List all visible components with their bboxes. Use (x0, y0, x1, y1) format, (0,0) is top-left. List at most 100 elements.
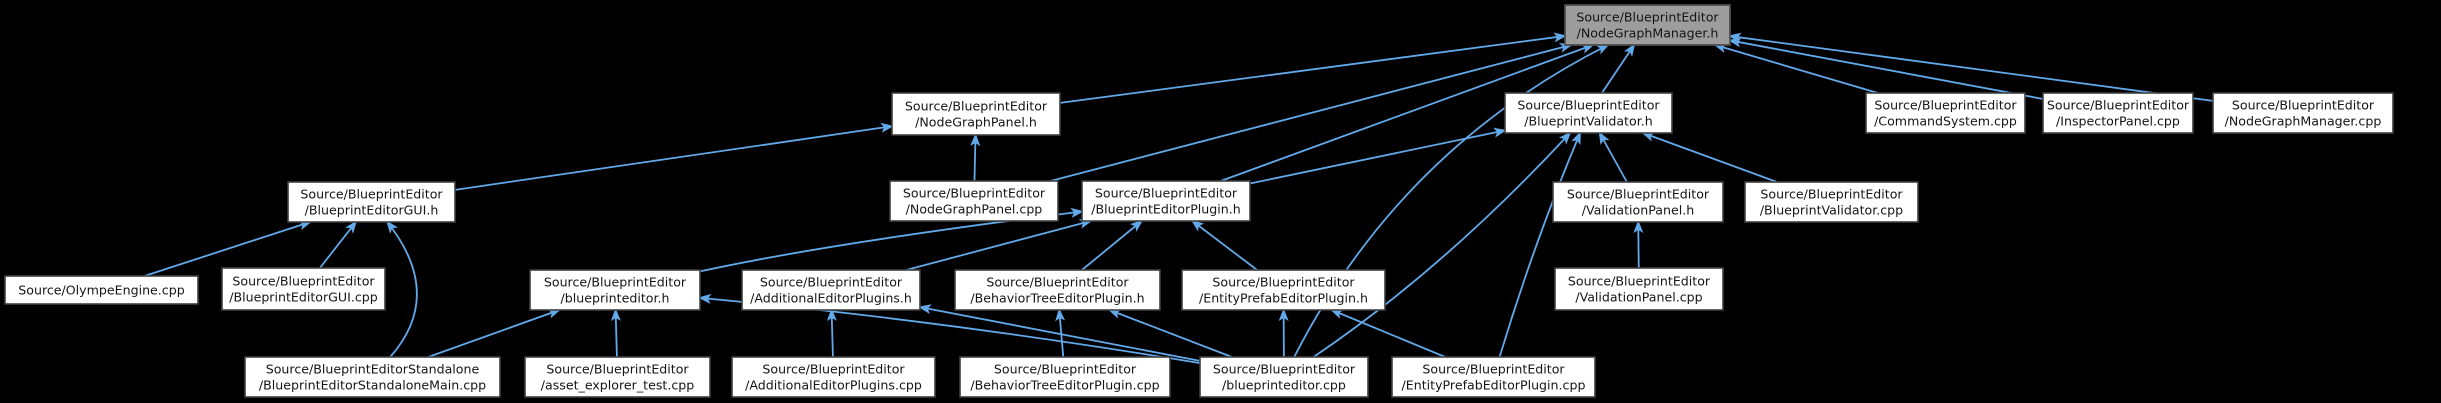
node-label-line: Source/BlueprintEditor (1567, 187, 1710, 202)
graph-node-blueprinteditorplugin-h[interactable]: Source/BlueprintEditor/BlueprintEditorPl… (1081, 180, 1251, 222)
include-edge-standalonemain-cpp--blueprinteditor-h (427, 309, 562, 358)
node-label-line: Source/BlueprintEditor (544, 275, 687, 290)
graph-node-asset-explorer-test-cpp[interactable]: Source/BlueprintEditor/asset_explorer_te… (524, 356, 711, 398)
node-box[interactable] (1391, 356, 1596, 398)
node-label-line: /AdditionalEditorPlugins.cpp (745, 378, 922, 393)
node-box[interactable] (2212, 92, 2394, 134)
node-label-line: /BehaviorTreeEditorPlugin.h (970, 291, 1144, 306)
node-label-line: /NodeGraphPanel.h (915, 115, 1037, 130)
node-box[interactable] (741, 269, 921, 311)
node-box[interactable] (1504, 92, 1673, 134)
node-box[interactable] (2042, 92, 2194, 134)
node-label-line: Source/BlueprintEditor (1760, 187, 1903, 202)
node-box[interactable] (959, 356, 1171, 398)
include-edge-additionaleditorplugins-h--blueprinteditorplugin-h (906, 218, 1093, 271)
main-node-box[interactable] (1564, 4, 1731, 46)
node-label-line: Source/BlueprintEditor (1212, 275, 1355, 290)
node-box[interactable] (524, 356, 711, 398)
graph-node-blueprintvalidator-cpp[interactable]: Source/BlueprintEditor/BlueprintValidato… (1744, 181, 1919, 223)
graph-node-validationpanel-cpp[interactable]: Source/BlueprintEditor/ValidationPanel.c… (1554, 267, 1724, 311)
node-label-line: Source/BlueprintEditor (1422, 362, 1565, 377)
graph-node-additionaleditorplugins-h[interactable]: Source/BlueprintEditor/AdditionalEditorP… (741, 269, 921, 311)
node-label-line: Source/BlueprintEditor (232, 274, 375, 289)
node-label-line: Source/BlueprintEditor (1095, 186, 1238, 201)
node-box[interactable] (731, 356, 936, 398)
node-label-line: Source/BlueprintEditor (762, 362, 905, 377)
include-edge-behaviortreeeditorplugin-h--blueprinteditorplugin-h (1081, 219, 1144, 271)
graph-node-blueprinteditor-cpp[interactable]: Source/BlueprintEditor/blueprinteditor.c… (1199, 356, 1369, 398)
node-label-line: Source/BlueprintEditorStandalone (266, 362, 480, 377)
node-label-line: /BlueprintEditorPlugin.h (1091, 202, 1241, 217)
graph-node-nodegraphpanel-h[interactable]: Source/BlueprintEditor/NodeGraphPanel.h (891, 92, 1061, 136)
node-label-line: /NodeGraphPanel.cpp (906, 202, 1043, 217)
node-label-line: /BlueprintValidator.cpp (1760, 203, 1903, 218)
include-edge-entityprefabeditorplugin-cpp--blueprintvalidator-h (1498, 131, 1581, 358)
graph-node-nodegraphmanager-h[interactable]: Source/BlueprintEditor/NodeGraphManager.… (1564, 4, 1731, 46)
node-label-line: Source/BlueprintEditor (2232, 98, 2375, 113)
node-box[interactable] (889, 180, 1059, 222)
node-label-line: /AdditionalEditorPlugins.h (750, 291, 912, 306)
node-label-line: /BlueprintValidator.h (1524, 114, 1652, 129)
node-box[interactable] (1865, 92, 2026, 134)
graph-node-behaviortreeeditorplugin-cpp[interactable]: Source/BlueprintEditor/BehaviorTreeEdito… (959, 356, 1171, 398)
include-edge-validationpanel-h--blueprintvalidator-h (1598, 131, 1628, 183)
node-box[interactable] (1554, 267, 1724, 311)
node-box[interactable] (1199, 356, 1369, 398)
graph-node-standalonemain-cpp[interactable]: Source/BlueprintEditorStandalone/Bluepri… (244, 356, 501, 398)
node-box[interactable] (529, 269, 701, 311)
graph-node-olympeengine-cpp[interactable]: Source/OlympeEngine.cpp (4, 275, 199, 305)
include-edge-behaviortreeeditorplugin-cpp--behaviortreeeditorplugin-h (1055, 308, 1066, 358)
graph-node-blueprinteditorgui-cpp[interactable]: Source/BlueprintEditor/BlueprintEditorGU… (221, 267, 386, 311)
include-edge-blueprinteditorplugin-h--nodegraphmanager-h (1220, 44, 1595, 182)
graph-node-blueprintvalidator-h[interactable]: Source/BlueprintEditor/BlueprintValidato… (1504, 92, 1673, 134)
node-label-line: /BlueprintEditorGUI.h (305, 203, 439, 218)
graph-node-inspectorpanel-cpp[interactable]: Source/BlueprintEditor/InspectorPanel.cp… (2042, 92, 2194, 134)
node-box[interactable] (287, 181, 456, 223)
node-box[interactable] (244, 356, 501, 398)
node-label-line: /blueprinteditor.cpp (1222, 378, 1346, 393)
node-box[interactable] (1552, 181, 1724, 223)
node-label-line: /CommandSystem.cpp (1874, 114, 2017, 129)
node-box[interactable] (4, 275, 199, 305)
node-label-line: /EntityPrefabEditorPlugin.h (1199, 291, 1368, 306)
graph-node-additionaleditorplugins-cpp[interactable]: Source/BlueprintEditor/AdditionalEditorP… (731, 356, 936, 398)
node-box[interactable] (1181, 269, 1386, 311)
node-box[interactable] (954, 269, 1161, 311)
include-edge-nodegraphpanel-cpp--nodegraphpanel-h (970, 133, 981, 182)
node-label-line: Source/BlueprintEditor (300, 187, 443, 202)
graph-node-validationpanel-h[interactable]: Source/BlueprintEditor/ValidationPanel.h (1552, 181, 1724, 223)
graph-node-entityprefabeditorplugin-cpp[interactable]: Source/BlueprintEditor/EntityPrefabEdito… (1391, 356, 1596, 398)
node-label-line: /ValidationPanel.cpp (1575, 290, 1702, 305)
graph-node-nodegraphpanel-cpp[interactable]: Source/BlueprintEditor/NodeGraphPanel.cp… (889, 180, 1059, 222)
include-edge-nodegraphpanel-cpp--nodegraphmanager-h (1050, 42, 1573, 182)
node-label-line: Source/BlueprintEditor (1576, 10, 1719, 25)
node-box[interactable] (891, 92, 1061, 136)
include-edge-entityprefabeditorplugin-h--blueprinteditorplugin-h (1190, 219, 1258, 271)
graph-node-behaviortreeeditorplugin-h[interactable]: Source/BlueprintEditor/BehaviorTreeEdito… (954, 269, 1161, 311)
graph-node-blueprinteditor-h[interactable]: Source/BlueprintEditor/blueprinteditor.h (529, 269, 701, 311)
node-label-line: Source/BlueprintEditor (1874, 98, 2017, 113)
graph-node-entityprefabeditorplugin-h[interactable]: Source/BlueprintEditor/EntityPrefabEdito… (1181, 269, 1386, 311)
include-edge-validationpanel-cpp--validationpanel-h (1633, 220, 1644, 269)
include-edge-blueprintvalidator-h--nodegraphmanager-h (1601, 43, 1636, 94)
include-edge-nodegraphmanager-cpp--nodegraphmanager-h (1728, 32, 2214, 102)
graph-node-commandsystem-cpp[interactable]: Source/BlueprintEditor/CommandSystem.cpp (1865, 92, 2026, 134)
node-label-line: /blueprinteditor.h (561, 291, 670, 306)
include-edge-olympeengine-cpp--blueprinteditorgui-h (144, 220, 313, 277)
include-edge-blueprinteditor-cpp--additionaleditorplugins-h (918, 304, 1201, 362)
node-label-line: /NodeGraphManager.h (1577, 26, 1719, 41)
graph-node-nodegraphmanager-cpp[interactable]: Source/BlueprintEditor/NodeGraphManager.… (2212, 92, 2394, 134)
node-box[interactable] (1081, 180, 1251, 222)
graph-node-blueprinteditorgui-h[interactable]: Source/BlueprintEditor/BlueprintEditorGU… (287, 181, 456, 223)
include-edge-entityprefabeditorplugin-cpp--entityprefabeditorplugin-h (1329, 309, 1446, 358)
node-box[interactable] (221, 267, 386, 311)
node-label-line: /asset_explorer_test.cpp (541, 378, 694, 393)
node-label-line: Source/OlympeEngine.cpp (18, 283, 184, 298)
include-edge-commandsystem-cpp--nodegraphmanager-h (1713, 43, 1879, 94)
include-edge-blueprinteditor-cpp--behaviortreeeditorplugin-h (1107, 309, 1233, 358)
include-edge-blueprinteditorgui-cpp--blueprinteditorgui-h (319, 220, 358, 269)
edges-layer (144, 32, 2214, 364)
node-box[interactable] (1744, 181, 1919, 223)
